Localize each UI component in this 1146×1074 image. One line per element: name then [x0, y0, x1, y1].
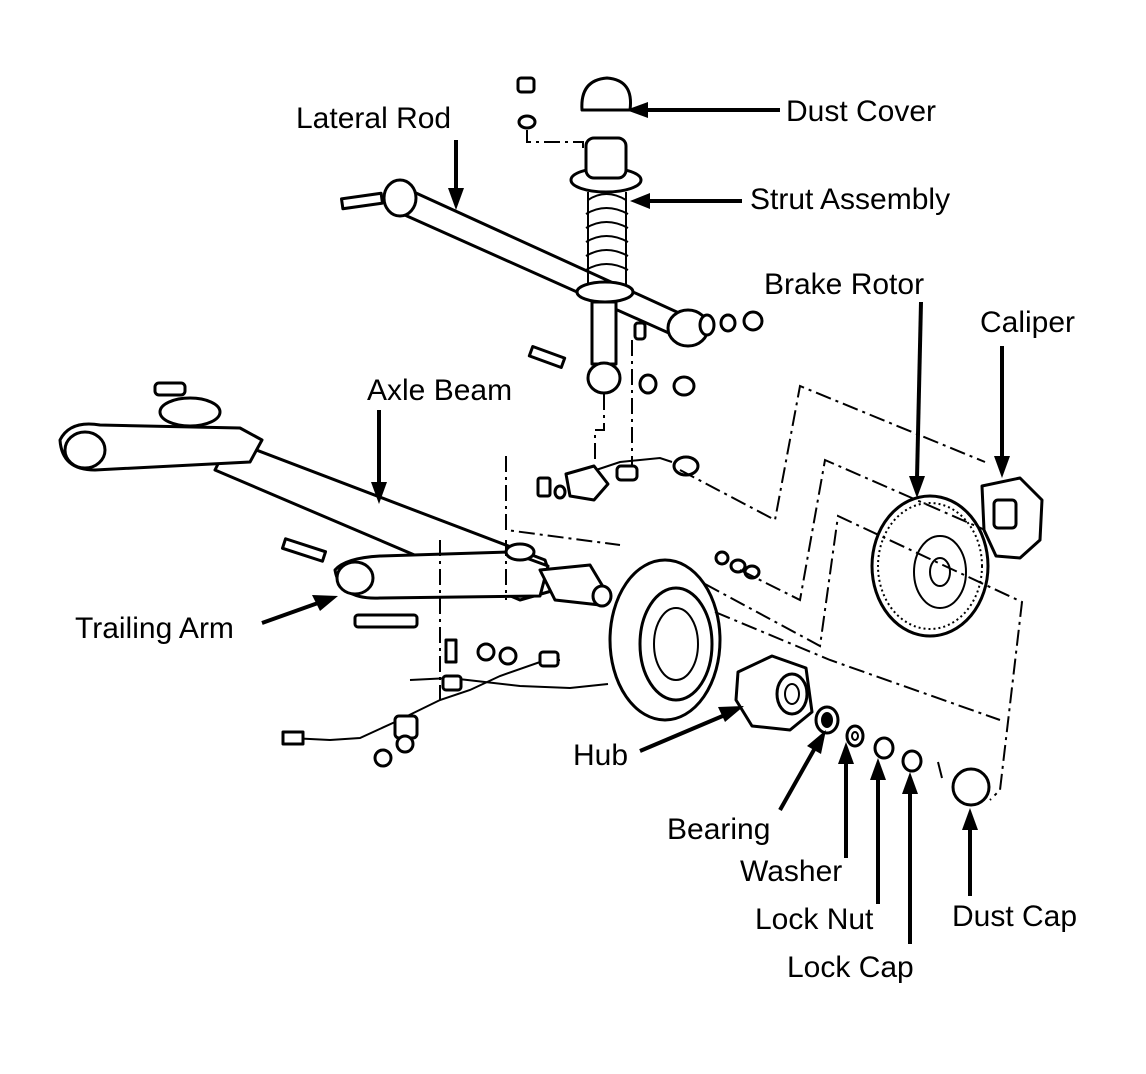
- phantom-lines: [505, 384, 1024, 801]
- bearing-part: [814, 705, 840, 735]
- hub-part: [734, 654, 814, 732]
- brake-rotor-part: [870, 494, 990, 638]
- parking-cable-part: [281, 540, 609, 768]
- axle-beam-part: [58, 381, 613, 629]
- label-brake-rotor: Brake Rotor: [764, 268, 925, 301]
- brake-line-part: [536, 455, 700, 502]
- label-lock-cap: Lock Cap: [787, 951, 914, 984]
- label-caliper: Caliper: [980, 306, 1076, 339]
- label-strut-assembly: Strut Assembly: [750, 183, 951, 216]
- dust-cap-part: [951, 767, 991, 807]
- label-lock-nut: Lock Nut: [755, 903, 874, 936]
- label-dust-cover: Dust Cover: [786, 95, 937, 128]
- label-trailing-arm: Trailing Arm: [75, 612, 234, 645]
- label-lateral-rod: Lateral Rod: [296, 102, 452, 135]
- lateral-rod-part: [339, 178, 764, 348]
- caliper-part: [980, 476, 1044, 560]
- label-bearing: Bearing: [667, 813, 771, 846]
- label-washer: Washer: [740, 855, 843, 888]
- label-dust-cap: Dust Cap: [952, 900, 1078, 933]
- backing-plate-part: [608, 550, 761, 722]
- strut-assembly-part: [516, 76, 696, 470]
- label-hub: Hub: [573, 739, 629, 772]
- washer-part: [845, 724, 865, 748]
- lock-cap-part: [901, 749, 943, 779]
- label-axle-beam: Axle Beam: [367, 374, 513, 407]
- lock-nut-part: [873, 736, 895, 760]
- callout-arrows: [261, 102, 1010, 944]
